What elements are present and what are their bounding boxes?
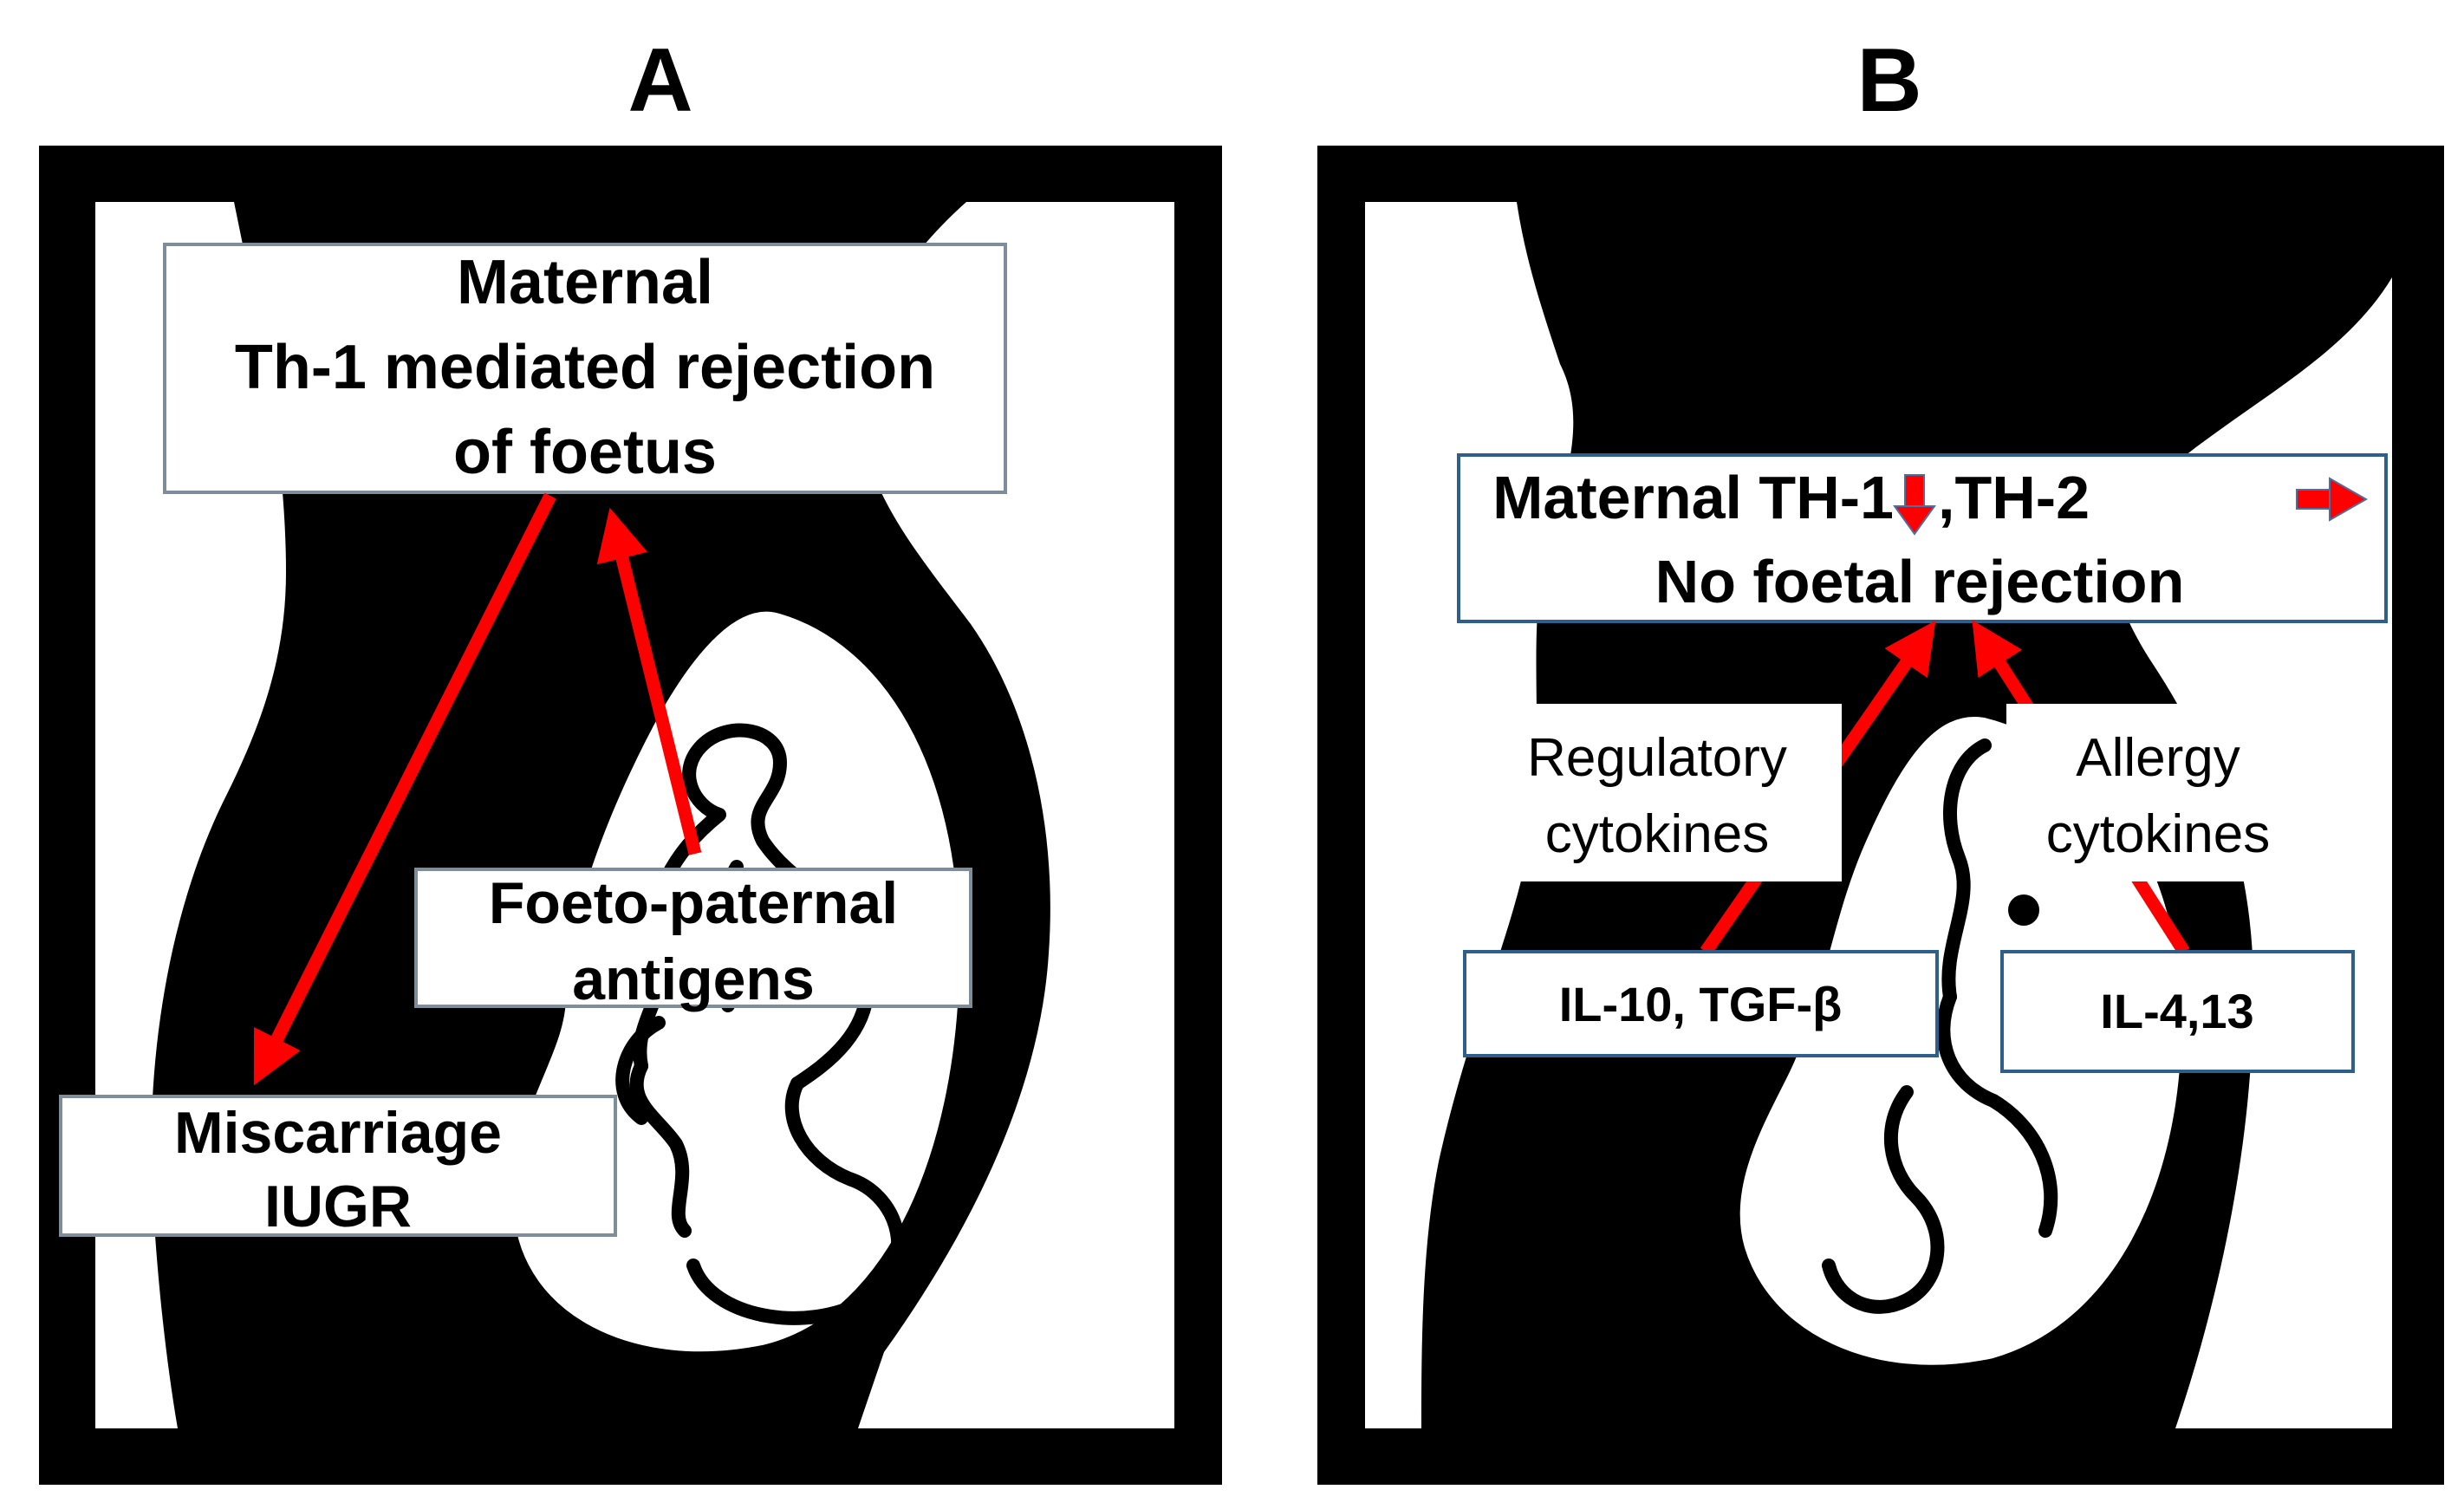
panel-b-title: B xyxy=(1856,30,1921,131)
il10-box xyxy=(1463,950,1939,1057)
regulatory-line2: cytokines xyxy=(1545,804,1769,864)
panel-a: A Maternal Th-1 mediated rejection of fo… xyxy=(39,30,1222,1485)
antigens-line2: antigens xyxy=(572,946,815,1012)
regulatory-line1: Regulatory xyxy=(1527,728,1787,788)
antigens-line1: Foeto-paternal xyxy=(489,870,898,936)
antigens-box xyxy=(414,868,972,1008)
regulatory-label-box xyxy=(1473,704,1842,881)
maternal-th1-label: Maternal TH-1 xyxy=(1492,464,1894,531)
maternal-th2-label: ,TH-2 xyxy=(1938,464,2090,531)
arrow-antigens-to-maternal xyxy=(596,507,702,855)
allergy-line2: cytokines xyxy=(2046,804,2270,864)
outcome-line2: IUGR xyxy=(264,1174,412,1239)
allergy-label-box xyxy=(2006,704,2344,881)
il10-label: IL-10, TGF-β xyxy=(1559,977,1843,1031)
outcome-box xyxy=(59,1095,617,1237)
il4-label: IL-4,13 xyxy=(2100,984,2253,1038)
foetus-b-icon xyxy=(1822,738,2058,1314)
il4-box xyxy=(2000,950,2355,1073)
maternal-rejection-line3: of foetus xyxy=(453,418,717,487)
panel-a-title: A xyxy=(627,30,692,131)
arrow-rejection-to-miscarriage xyxy=(253,492,556,1086)
allergy-line1: Allergy xyxy=(2076,728,2240,788)
maternal-rejection-line2: Th-1 mediated rejection xyxy=(235,333,935,402)
th2-right-arrow-icon xyxy=(2296,477,2369,522)
outcome-line1: Miscarriage xyxy=(174,1100,502,1166)
th1-down-arrow-icon xyxy=(1893,474,1936,536)
panel-b: B Maternal TH-1 ,TH-2 xyxy=(1317,30,2444,1485)
maternal-rejection-box xyxy=(163,243,1007,494)
maternal-rejection-line1: Maternal xyxy=(457,248,713,317)
no-rejection-label: No foetal rejection xyxy=(1655,548,2185,615)
